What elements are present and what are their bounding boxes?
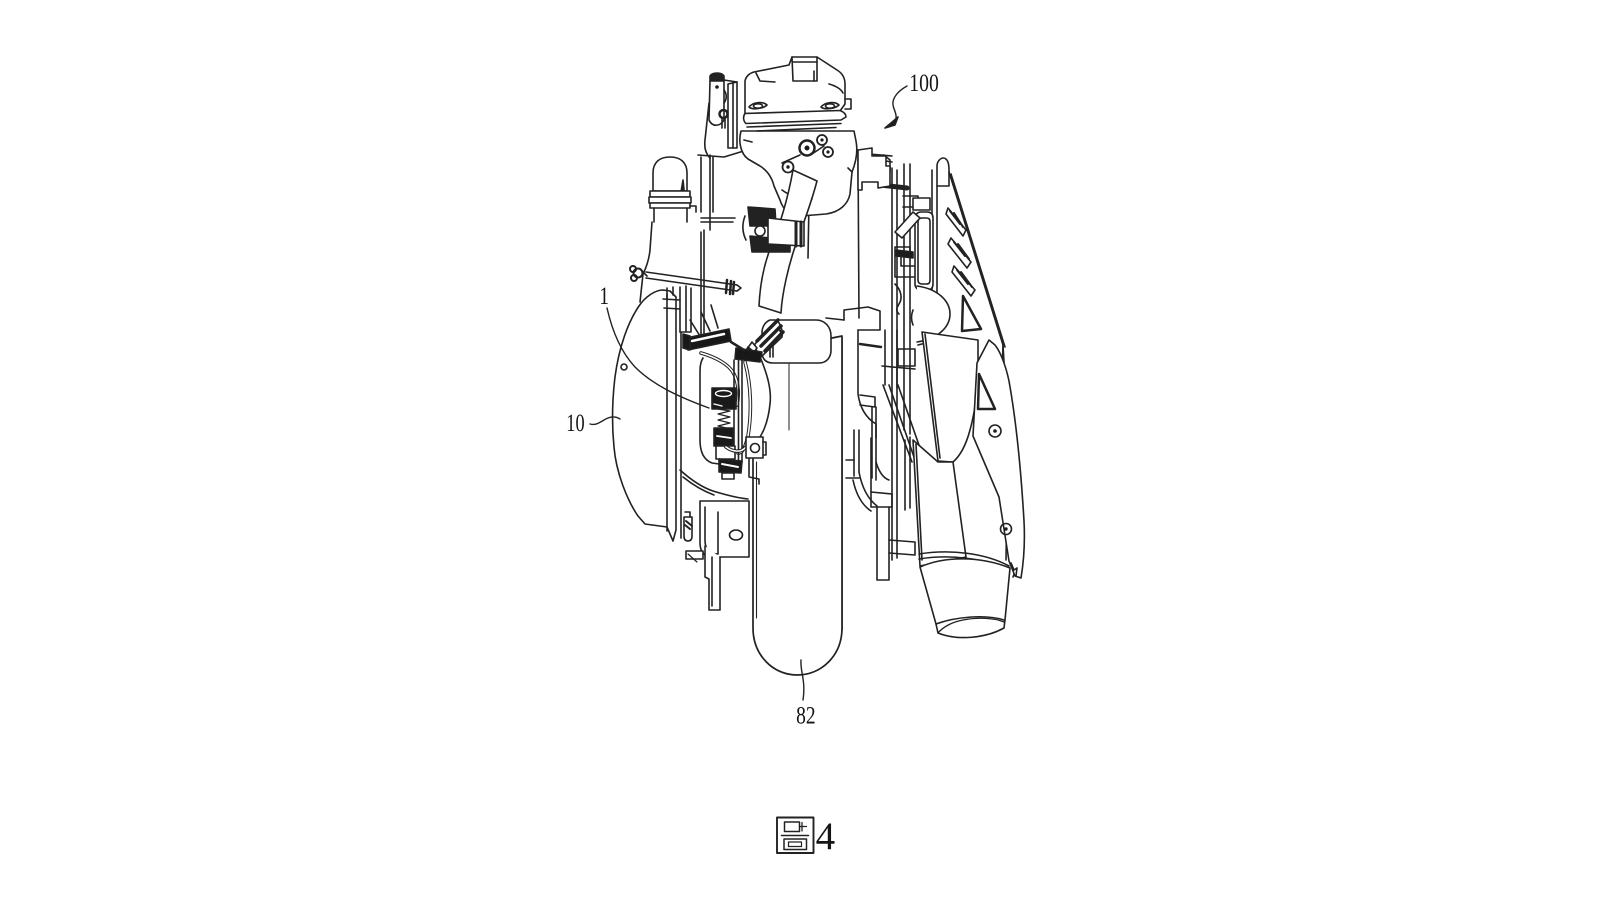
svg-text:4: 4 bbox=[816, 815, 836, 858]
svg-text:100: 100 bbox=[909, 70, 939, 97]
svg-text:82: 82 bbox=[796, 702, 816, 729]
svg-text:1: 1 bbox=[599, 283, 609, 310]
svg-text:10: 10 bbox=[566, 410, 584, 437]
